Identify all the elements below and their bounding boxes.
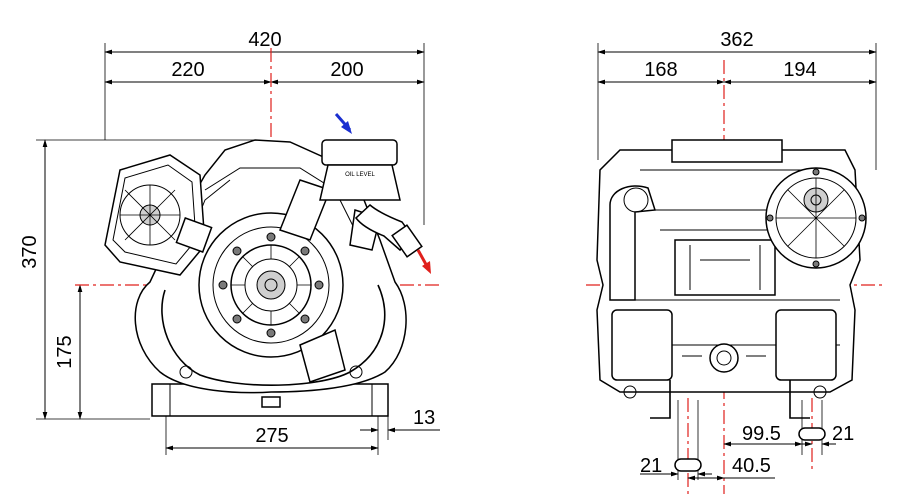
dim-label-175: 175 <box>54 335 76 368</box>
hub-bolts <box>218 232 324 338</box>
dim-split-width-side: 168 194 <box>597 59 877 85</box>
dim-label-40-5: 40.5 <box>732 455 771 477</box>
dim-foot-spacing: 275 <box>165 416 379 455</box>
right-diaphragm-head <box>765 167 867 269</box>
dim-label-21-left: 21 <box>640 455 662 477</box>
dim-overall-width-front: 420 <box>104 29 425 225</box>
dim-label-275: 275 <box>255 425 288 447</box>
mounting-slot-right: 99.5 21 <box>723 423 854 447</box>
dim-label-194: 194 <box>783 59 816 81</box>
dim-label-370: 370 <box>19 235 41 268</box>
dim-split-width-front: 220 200 <box>104 59 425 85</box>
dim-height-front: 370 <box>19 139 260 420</box>
top-cover <box>671 139 783 163</box>
right-manifold <box>279 179 331 241</box>
front-view: 420 220 200 370 175 <box>19 29 440 455</box>
mounting-slot-left: 21 40.5 <box>640 455 775 481</box>
dim-label-420: 420 <box>248 29 281 51</box>
left-diaphragm-head <box>104 154 213 276</box>
oil-level-cap: OIL LEVEL <box>319 139 401 201</box>
dim-label-99-5: 99.5 <box>742 423 781 445</box>
dim-overall-width-side: 362 <box>597 29 877 170</box>
side-view: 362 168 194 <box>586 29 884 494</box>
oil-level-text: OIL LEVEL <box>345 172 375 178</box>
dim-label-168: 168 <box>644 59 677 81</box>
inlet-pipe-side <box>609 185 656 301</box>
valve-block-side <box>611 309 837 381</box>
dim-label-220: 220 <box>171 59 204 81</box>
outlet-elbow <box>354 203 423 258</box>
dim-label-13: 13 <box>413 407 435 429</box>
dim-shaft-height: 175 <box>54 284 83 420</box>
dim-foot-offset: 13 <box>360 407 440 440</box>
dim-label-21-right: 21 <box>832 423 854 445</box>
dim-label-200: 200 <box>330 59 363 81</box>
dim-label-362: 362 <box>720 29 753 51</box>
